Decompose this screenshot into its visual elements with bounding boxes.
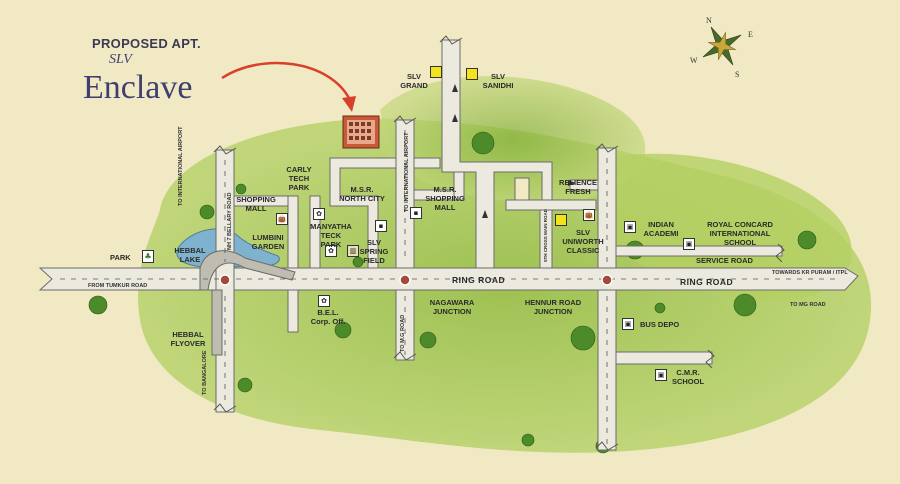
shopping-mall-label: SHOPPING MALL xyxy=(236,195,276,213)
slv-grand-icon xyxy=(430,66,442,78)
shopping-bag-icon: 👜 xyxy=(583,209,595,221)
tree-icon xyxy=(654,302,666,314)
office-icon: ✿ xyxy=(325,245,337,257)
tree-icon xyxy=(237,377,253,393)
from-tumkur-label: FROM TUMKUR ROAD xyxy=(88,283,148,289)
msr-mall-label: M.S.R. SHOPPING MALL xyxy=(425,185,465,212)
hebbal-lake-label: HEBBAL LAKE xyxy=(174,246,206,264)
slv-sanidhi-icon xyxy=(466,68,478,80)
tree-icon xyxy=(334,321,352,339)
office-icon: ▥ xyxy=(347,245,359,257)
hebbal-flyover-label: HEBBAL FLYOVER xyxy=(170,330,206,348)
junction-marker-icon xyxy=(219,274,231,286)
tree-icon xyxy=(471,131,495,155)
tree-icon xyxy=(419,331,437,349)
tree-icon xyxy=(88,295,108,315)
junction-marker-icon xyxy=(601,274,613,286)
shopping-bag-icon: 👜 xyxy=(276,213,288,225)
cmr-label: C.M.R. SCHOOL xyxy=(671,368,705,386)
to-bangalore-label: TO BANGALORE xyxy=(202,350,208,395)
bel-label: B.E.L. Corp. Off. xyxy=(310,308,346,326)
compass-rose-icon xyxy=(702,26,742,66)
carly-label: CARLY TECH PARK xyxy=(286,165,312,192)
ring-road-label-2: RING ROAD xyxy=(680,277,734,287)
hebbal-flyover xyxy=(199,250,296,291)
school-icon: ▣ xyxy=(624,221,636,233)
to-mg-road-vert-label: TO M.G ROAD xyxy=(400,314,406,352)
compass-e: E xyxy=(748,30,753,39)
office-icon: ✿ xyxy=(318,295,330,307)
royal-concard-label: ROYAL CONCARD INTERNATIONAL SCHOOL xyxy=(707,220,773,247)
tree-icon xyxy=(199,204,215,220)
title-slv: SLV xyxy=(109,52,132,67)
ring-road-label-1: RING ROAD xyxy=(452,275,506,285)
tree-icon xyxy=(570,325,596,351)
road-north xyxy=(441,39,553,269)
slv-uniworth-label: SLV UNIWORTH CLASSIC xyxy=(562,228,604,255)
to-airport-left-label: TO INTERNATIONAL AIRPORT xyxy=(178,126,184,206)
nagawara-label: NAGAWARA JUNCTION xyxy=(429,298,475,316)
manyatha-label: MANYATHA TECK PARK xyxy=(310,222,352,249)
green-area-right xyxy=(600,153,852,300)
slv-spring-label: SLV SPRING FIELD xyxy=(359,238,389,265)
service-road-label: SERVICE ROAD xyxy=(696,256,753,265)
compass-w: W xyxy=(690,56,698,65)
lumbini-label: LUMBINI GARDEN xyxy=(251,233,285,251)
pointer-arrow xyxy=(221,61,352,101)
tree-icon xyxy=(733,293,757,317)
apartment-icon xyxy=(342,115,380,149)
hennur-label: HENNUR ROAD JUNCTION xyxy=(524,298,582,316)
junction-markers xyxy=(219,274,613,286)
slv-grand-label: SLV GRAND xyxy=(400,72,428,90)
direction-arrows xyxy=(452,84,576,218)
compass-n: N xyxy=(706,16,712,25)
office-icon: ✿ xyxy=(313,208,325,220)
tree-icon xyxy=(352,256,364,268)
bus-icon: ▣ xyxy=(622,318,634,330)
park-tree-icon: ♣ xyxy=(142,250,154,263)
tree-icon xyxy=(521,433,535,447)
office-icon: ▪ xyxy=(375,220,387,232)
road-dashes xyxy=(60,130,835,445)
title-proposed: PROPOSED APT. xyxy=(92,36,201,51)
road-break-marks xyxy=(213,35,785,451)
school-icon: ▣ xyxy=(655,369,667,381)
small-vert-road-label: 5TH CROSS MAIN ROAD xyxy=(543,208,548,262)
to-airport-mid-label: TO INTERNATIONAL AIRPORT xyxy=(404,132,410,212)
slv-uniworth-icon xyxy=(555,214,567,226)
slv-sanidhi-label: SLV SANIDHI xyxy=(482,72,514,90)
tree-icon xyxy=(235,183,247,195)
office-icon: ▪ xyxy=(410,207,422,219)
to-mg-road-east-label: TO MG ROAD xyxy=(790,302,826,308)
park-label: PARK xyxy=(110,253,131,262)
towards-kr-puram-label: TOWARDS KR PURAM / ITPL xyxy=(772,270,848,276)
tree-icon xyxy=(797,230,817,250)
junction-marker-icon xyxy=(399,274,411,286)
bus-depo-label: BUS DEPO xyxy=(640,320,680,329)
school-icon: ▣ xyxy=(683,238,695,250)
title-enclave: Enclave xyxy=(83,69,193,106)
indian-academi-label: INDIAN ACADEMI xyxy=(643,220,679,238)
bellary-road-label: NH 7 BELLARY ROAD xyxy=(227,192,233,250)
relience-label: RELIENCE FRESH xyxy=(559,178,597,196)
msr-north-label: M.S.R. NORTH CITY xyxy=(339,185,385,203)
compass-s: S xyxy=(735,70,740,79)
